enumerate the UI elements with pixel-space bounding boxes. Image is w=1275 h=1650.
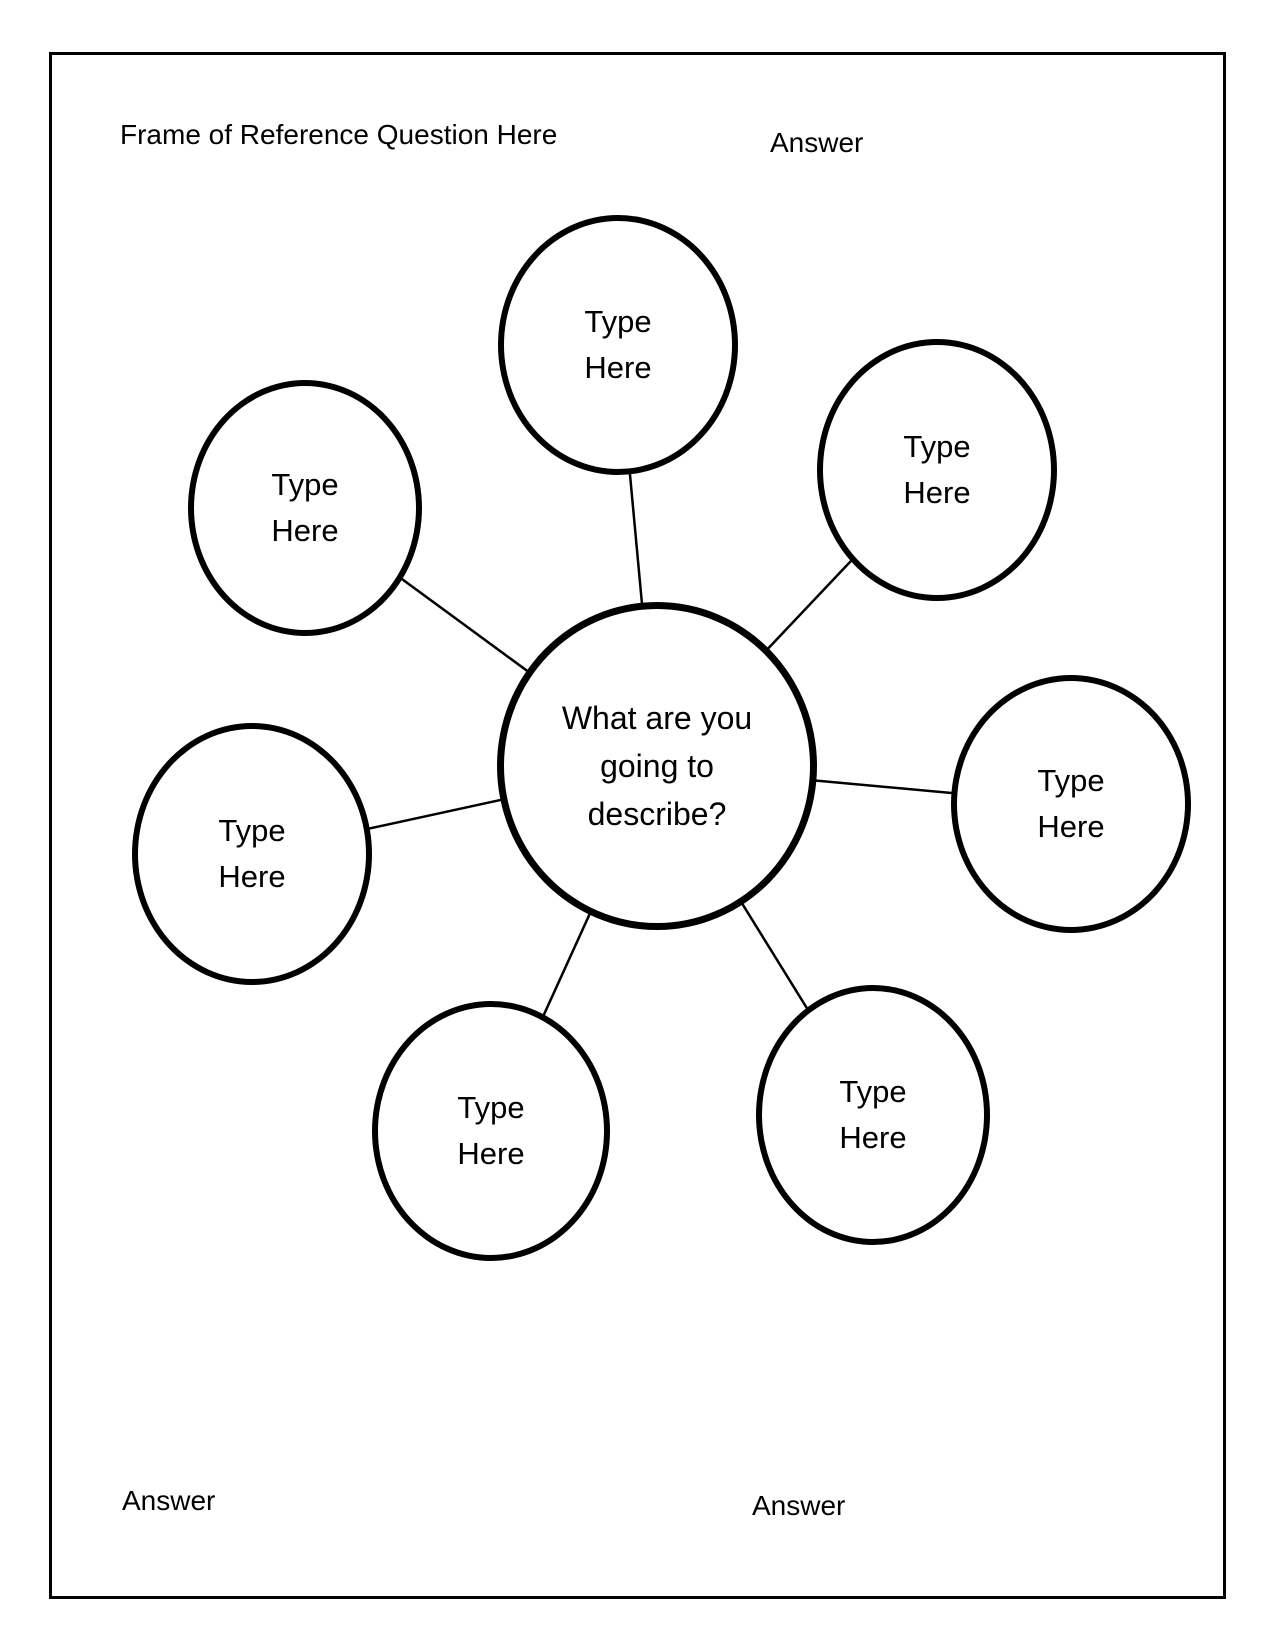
bubble-text-line: Type xyxy=(457,1089,525,1125)
bubble-text-line: Here xyxy=(271,513,339,548)
bubble-text-line: Here xyxy=(218,859,286,894)
bubble-text-line: Type xyxy=(584,303,652,339)
answer-label-bottom-left: Answer xyxy=(122,1485,216,1516)
bubble-right[interactable]: Type Here xyxy=(951,675,1191,933)
bubble-text-line: Here xyxy=(903,475,971,510)
bubble-text-line: Type xyxy=(1037,762,1105,798)
frame-of-reference-question-label: Frame of Reference Question Here xyxy=(120,119,558,150)
bubble-top[interactable]: Type Here xyxy=(498,215,738,475)
bubble-text-line: What are you xyxy=(561,700,753,736)
bubble-text-line: Type xyxy=(218,812,286,848)
answer-label-bottom-center: Answer xyxy=(752,1490,846,1521)
bubble-bottom-left[interactable]: Type Here xyxy=(372,1001,610,1261)
bubble-text-line: Here xyxy=(584,350,652,385)
answer-label-top-right: Answer xyxy=(770,127,864,158)
bubble-text-line: Type xyxy=(839,1073,907,1109)
bubble-text-line: Here xyxy=(1037,809,1105,844)
bubble-text-line: Type xyxy=(903,428,971,464)
bubble-text-line: describe? xyxy=(587,796,727,832)
bubble-left[interactable]: Type Here xyxy=(132,723,372,985)
page-border xyxy=(49,52,1226,1599)
bubble-text-line: Here xyxy=(839,1120,907,1155)
bubble-top-right[interactable]: Type Here xyxy=(817,339,1057,601)
center-bubble[interactable]: What are you going to describe? xyxy=(497,602,817,930)
bubble-bottom-right[interactable]: Type Here xyxy=(756,985,990,1245)
bubble-text-line: Here xyxy=(457,1136,525,1171)
bubble-text-line: going to xyxy=(600,748,714,784)
bubble-text-line: Type xyxy=(271,466,339,502)
bubble-upper-left[interactable]: Type Here xyxy=(188,380,422,636)
